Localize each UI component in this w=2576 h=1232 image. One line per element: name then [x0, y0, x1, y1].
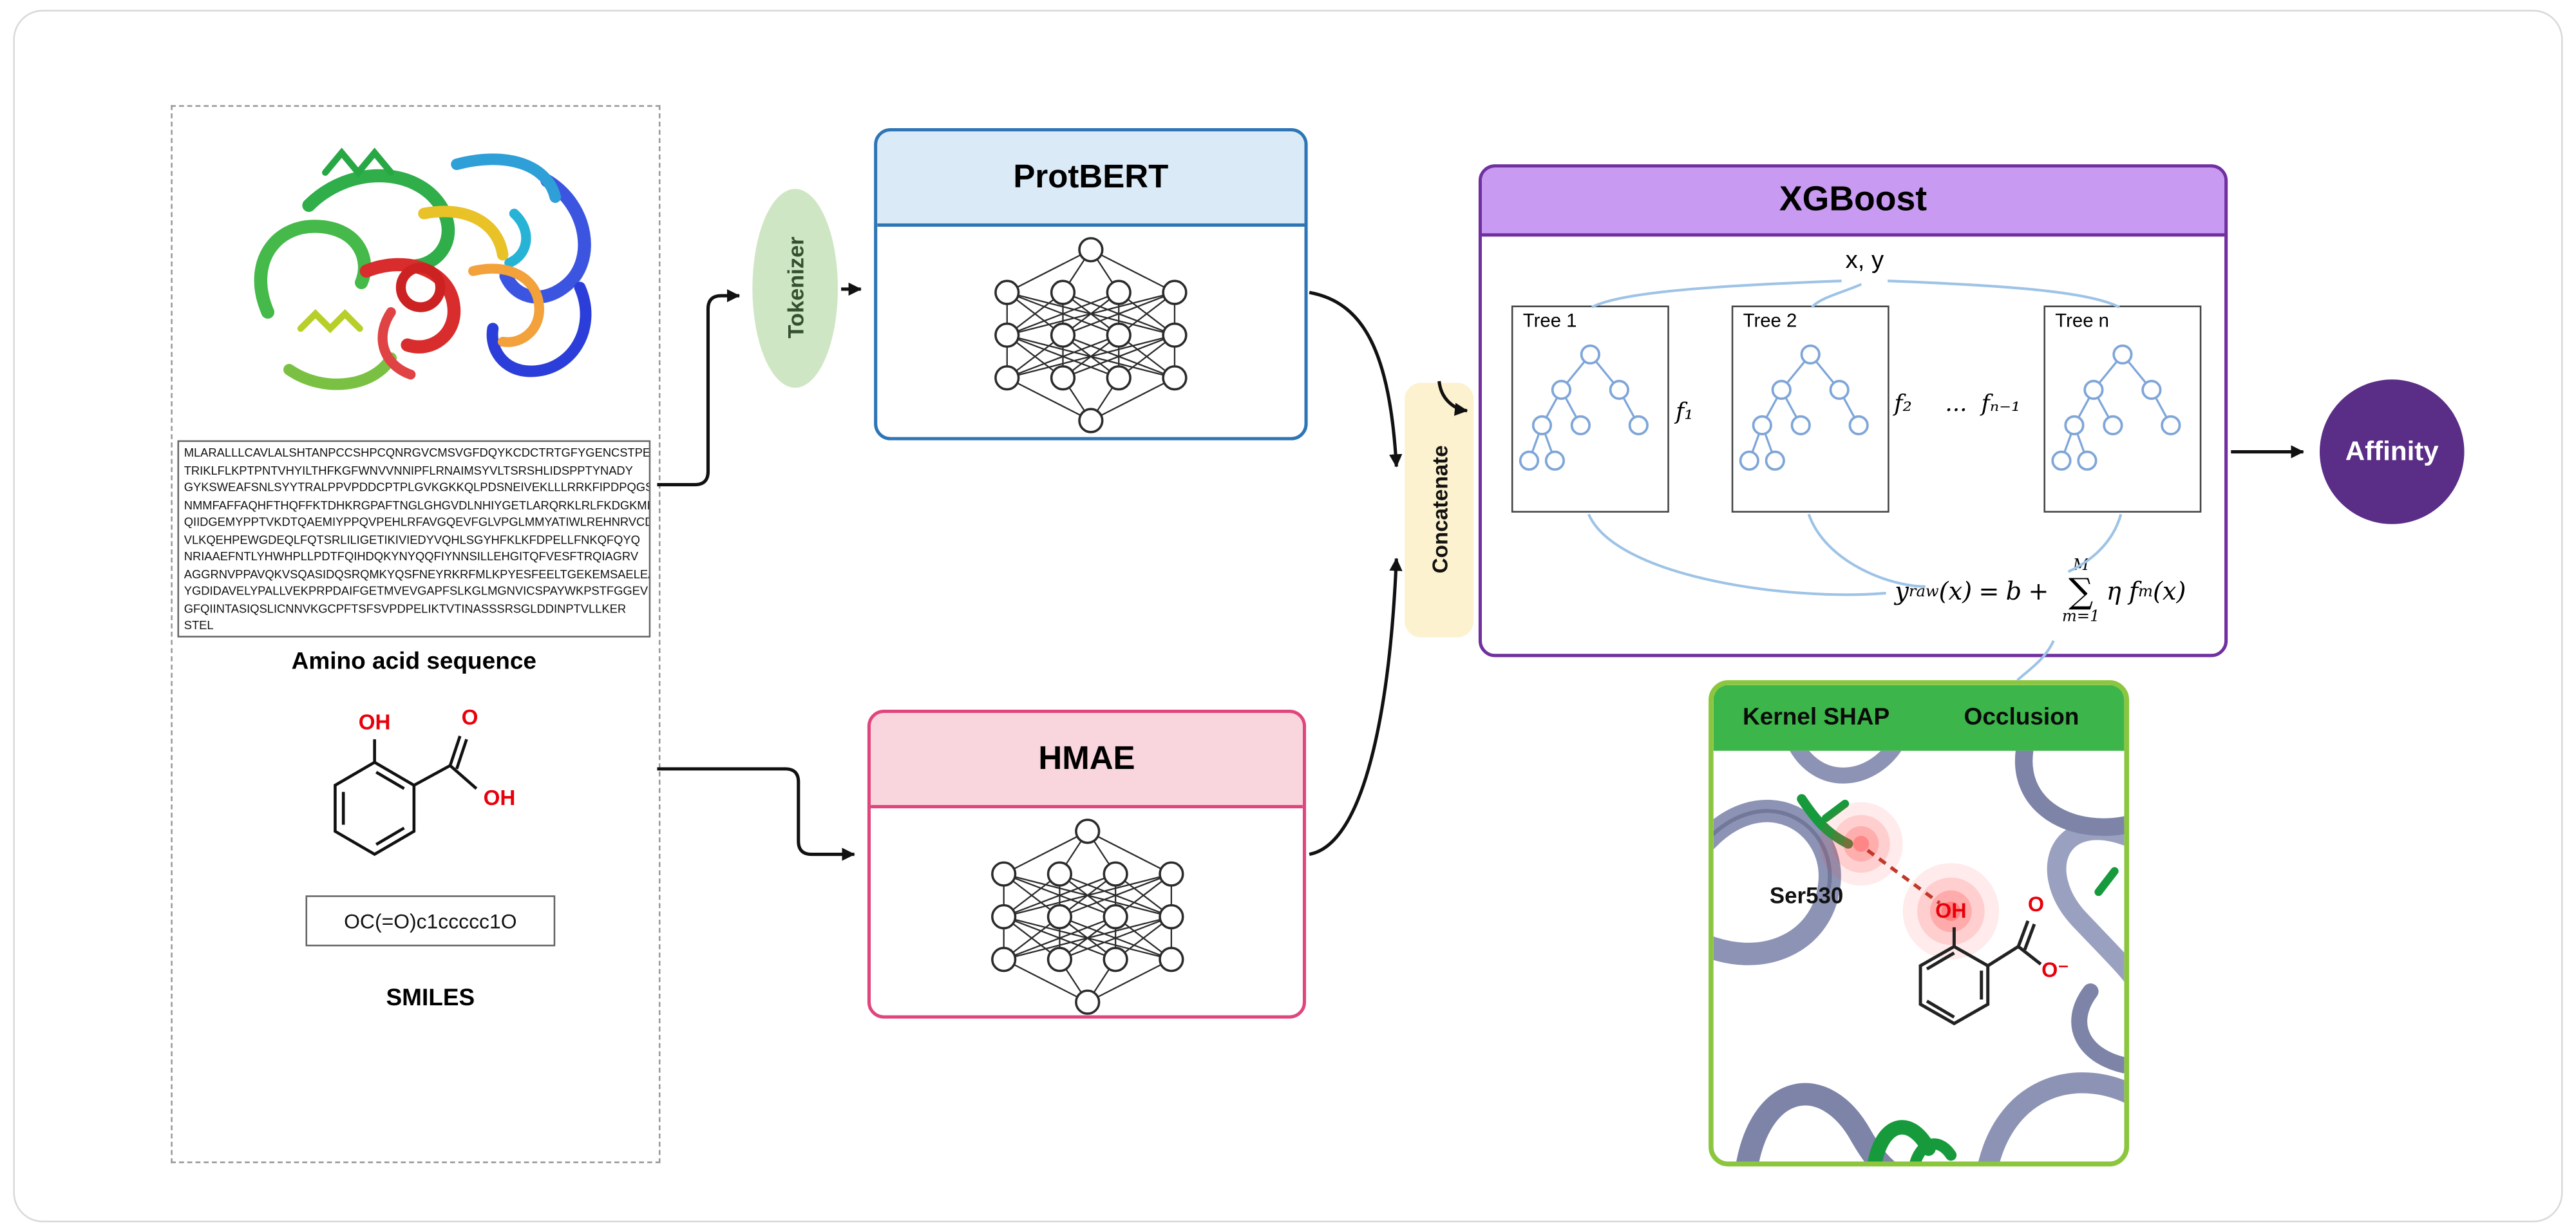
hmae-network-icon — [990, 819, 1184, 1015]
formula-arg2: (x) — [2153, 576, 2186, 607]
tree-1-label: Tree 1 — [1522, 312, 1577, 332]
shap-highlight-ser — [1819, 802, 1903, 886]
tree-n-label: Tree n — [2055, 312, 2110, 332]
affinity-label: Affinity — [2345, 436, 2439, 466]
tokenizer-node: Tokenizer — [752, 189, 838, 388]
ligand-carboxylate-o-label: O⁻ — [2041, 958, 2069, 981]
formula-arg1: (x) — [1938, 576, 1973, 607]
xgboost-title: XGBoost — [1482, 167, 2225, 237]
protein-structure-image — [254, 147, 592, 390]
sequence-label: Amino acid sequence — [291, 649, 536, 676]
protbert-box: ProtBERT — [874, 128, 1308, 441]
hmae-title: HMAE — [871, 713, 1303, 809]
salicylic-acid-structure: OH O OH — [334, 706, 516, 857]
sigma: ∑ — [2069, 571, 2094, 611]
protbert-network-icon — [994, 237, 1188, 433]
formula-y-sub: raw — [1908, 582, 1939, 601]
concatenate-node: Concatenate — [1405, 383, 1474, 638]
formula-b: b — [2005, 576, 2022, 607]
dots-label: ... — [1945, 391, 1967, 417]
tree-2-box: Tree 2 — [1731, 305, 1889, 513]
f1-label: f₁ — [1676, 399, 1694, 426]
decision-tree-icon — [1519, 344, 1649, 471]
formula-plus: + — [2028, 576, 2049, 607]
formula-y: y — [1895, 576, 1909, 607]
kernel-shap-label: Kernel SHAP — [1743, 705, 1890, 732]
formula-f-sub: m — [2138, 582, 2154, 601]
formula-eq: = — [1978, 576, 2000, 607]
sum-lower: m=1 — [2061, 607, 2100, 625]
tree-1-box: Tree 1 — [1511, 305, 1669, 513]
affinity-node: Affinity — [2320, 379, 2465, 524]
explainability-header: Kernel SHAP Occlusion — [1713, 685, 2125, 751]
binding-site-image: OH O O⁻ Ser530 — [1713, 750, 2125, 1162]
summation-symbol: M ∑ m=1 — [2062, 558, 2100, 624]
occlusion-label: Occlusion — [1964, 705, 2079, 732]
ser530-label: Ser530 — [1770, 883, 1843, 908]
fn-1-label: fₙ₋₁ — [1981, 391, 2021, 417]
hmae-box: HMAE — [867, 710, 1307, 1019]
hydrogen-bond-dashes — [1866, 849, 1941, 905]
amino-acid-sequence-text: MLARALLLCAVLALSHTANPCCSHPCQNRGVCMSVGFDQY… — [177, 440, 651, 638]
acid-oh-label: OH — [484, 786, 516, 810]
protbert-title: ProtBERT — [877, 131, 1305, 227]
tree-2-label: Tree 2 — [1743, 312, 1797, 332]
shap-highlight-oh — [1902, 863, 2000, 960]
tokenizer-label: Tokenizer — [782, 237, 808, 339]
ligand-oh-label: OH — [1935, 899, 1967, 922]
f2-label: f₂ — [1894, 391, 1912, 417]
formula-eta-f: η f — [2106, 576, 2139, 607]
decision-tree-icon — [2051, 344, 2181, 471]
ligand-structure — [1918, 920, 2042, 1026]
smiles-value-box: OC(=O)c1ccccc1O — [305, 895, 556, 947]
xy-input-label: x, y — [1845, 246, 1884, 275]
decision-tree-icon — [1739, 344, 1869, 471]
explainability-box: Kernel SHAP Occlusion — [1709, 680, 2130, 1167]
hydroxyl-label: OH — [359, 711, 391, 735]
ligand-carbonyl-o-label: O — [2028, 893, 2044, 916]
tree-n-box: Tree n — [2043, 305, 2202, 513]
smiles-label: SMILES — [386, 985, 475, 1012]
concatenate-label: Concatenate — [1426, 446, 1452, 574]
carbonyl-o-label: O — [462, 706, 478, 730]
